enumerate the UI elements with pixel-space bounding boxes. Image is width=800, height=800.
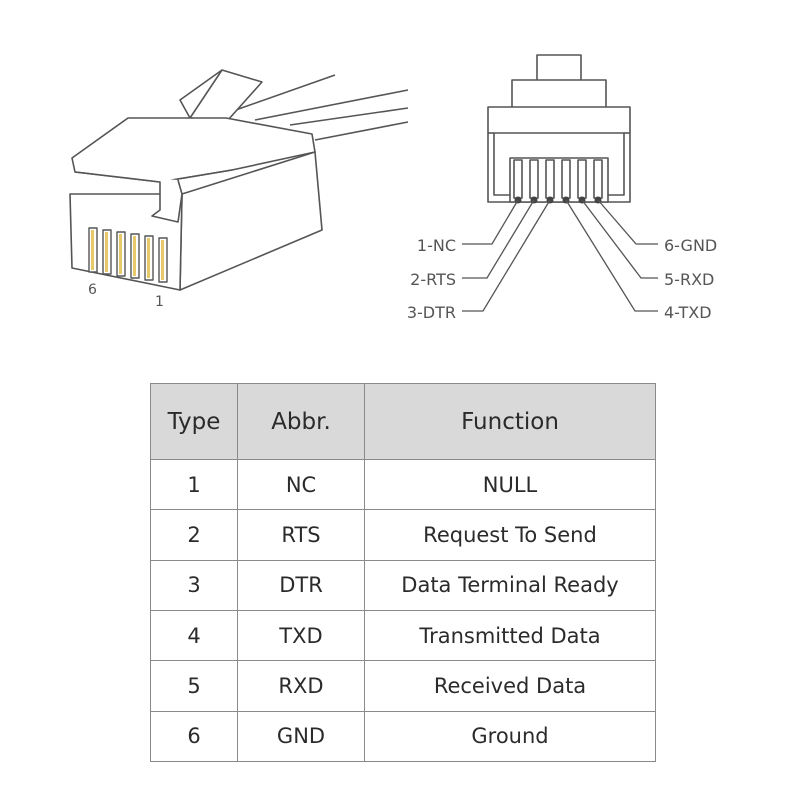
connector-diagram: 6 1 1-NC 2-RTS: [69, 54, 717, 322]
cell-type: 6: [150, 710, 238, 763]
pin-callout-5: 5-RXD: [664, 270, 714, 289]
plug-pin-label-1: 1: [155, 294, 164, 310]
cell-abbr: NC: [237, 458, 365, 511]
cell-abbr: RXD: [237, 660, 365, 712]
rj12-plug-front-view: [487, 54, 631, 203]
pin-callout-1: 1-NC: [417, 236, 456, 255]
table-row: 5 RXD Received Data: [150, 660, 656, 712]
table-row: 3 DTR Data Terminal Ready: [150, 559, 656, 611]
cell-type: 4: [150, 609, 238, 662]
plug-latch: [179, 69, 263, 121]
pin-callout-2: 2-RTS: [410, 270, 456, 289]
header-abbr: Abbr.: [237, 383, 365, 460]
front-latch-body: [511, 79, 607, 109]
plug-cable: [229, 74, 409, 141]
table-row: 4 TXD Transmitted Data: [150, 609, 656, 662]
rj12-plug-perspective: [69, 69, 409, 291]
cell-function: Ground: [364, 710, 656, 763]
pin-callout-4: 4-TXD: [664, 303, 712, 322]
cell-function: Transmitted Data: [364, 609, 656, 662]
table-row: 2 RTS Request To Send: [150, 509, 656, 561]
cell-function: Request To Send: [364, 509, 656, 561]
cell-function: NULL: [364, 458, 656, 511]
cell-function: Received Data: [364, 660, 656, 712]
cell-type: 1: [150, 458, 238, 511]
cell-type: 3: [150, 559, 238, 611]
plug-front: [69, 193, 183, 291]
cell-abbr: GND: [237, 710, 365, 763]
front-contact-window: [509, 157, 609, 203]
plug-pin-label-6: 6: [88, 282, 97, 298]
cell-abbr: DTR: [237, 559, 365, 611]
pin-callout-6: 6-GND: [664, 236, 717, 255]
cell-abbr: RTS: [237, 509, 365, 561]
plug-contacts: [88, 227, 168, 283]
cell-abbr: TXD: [237, 609, 365, 662]
pinout-table: Type Abbr. Function 1 NC NULL 2 RTS Requ…: [150, 383, 656, 763]
header-function: Function: [364, 383, 656, 460]
table-row: 6 GND Ground: [150, 710, 656, 763]
plug-latch-channel: [74, 171, 183, 223]
callout-lines: [462, 199, 658, 312]
cell-type: 5: [150, 660, 238, 712]
front-latch-top: [536, 54, 582, 84]
cell-type: 2: [150, 509, 238, 561]
table-header-row: Type Abbr. Function: [150, 383, 656, 460]
cell-function: Data Terminal Ready: [364, 559, 656, 611]
table-row: 1 NC NULL: [150, 458, 656, 511]
header-type: Type: [150, 383, 238, 460]
pin-callout-3: 3-DTR: [407, 303, 456, 322]
